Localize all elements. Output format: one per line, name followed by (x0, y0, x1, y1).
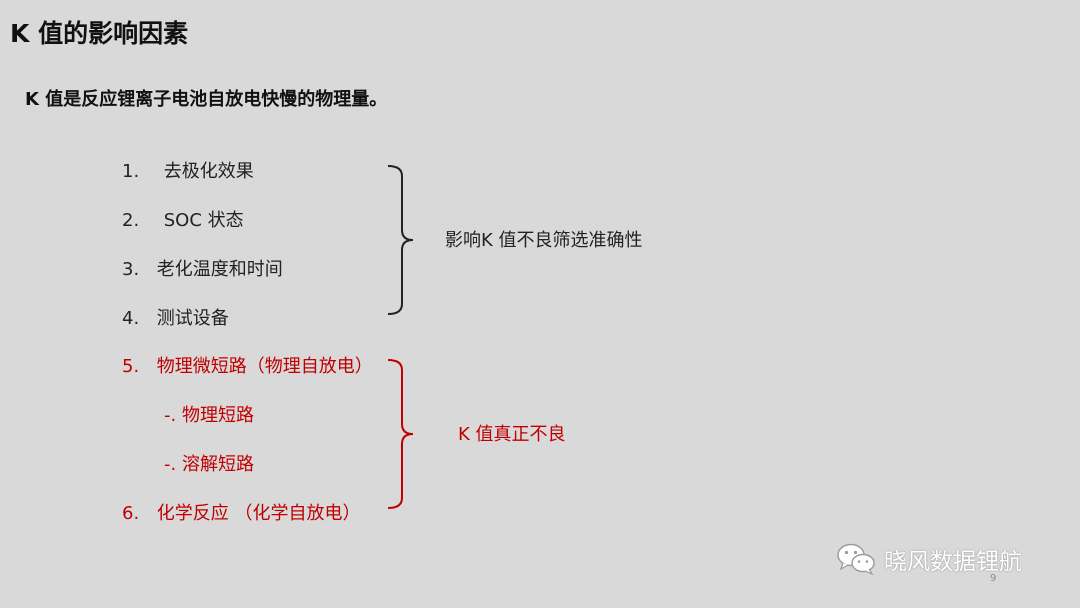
brace-black (387, 165, 414, 315)
group2-label: K 值真正不良 (458, 424, 566, 445)
list-item-text: SOC 状态 (163, 210, 244, 231)
group1-label: 影响K 值不良筛选准确性 (445, 230, 643, 251)
list-subitem-dissolution-short: -. 溶解短路 (164, 454, 254, 475)
list-item-number: 6. (122, 503, 140, 524)
watermark-text: 晓风数据锂航 (884, 549, 1022, 575)
list-item-5: 5. 物理微短路（物理自放电） (122, 355, 373, 379)
watermark: 晓风数据锂航 (836, 541, 1022, 577)
list-item-number: 4. (122, 308, 140, 329)
slide-subtitle: K 值是反应锂离子电池自放电快慢的物理量。 (25, 89, 388, 110)
list-item-6: 6. 化学反应 （化学自放电） (122, 502, 360, 526)
page-number: 9 (990, 573, 997, 584)
list-item-text: 化学反应 （化学自放电） (156, 503, 361, 524)
list-item-text: 物理微短路（物理自放电） (156, 356, 373, 377)
list-item-3: 3. 老化温度和时间 (122, 258, 283, 282)
slide-title: K 值的影响因素 (10, 19, 189, 48)
list-item-text: 测试设备 (156, 308, 229, 329)
list-item-number: 2. (122, 210, 140, 231)
list-item-2: 2. SOC 状态 (122, 209, 244, 233)
brace-red (387, 359, 414, 509)
list-item-text: 去极化效果 (163, 161, 254, 182)
list-item-1: 1. 去极化效果 (122, 160, 254, 184)
list-item-text: 老化温度和时间 (156, 259, 283, 280)
list-subitem-physical-short: -. 物理短路 (164, 405, 254, 426)
wechat-icon (837, 543, 875, 576)
list-item-number: 1. (122, 161, 140, 182)
list-item-number: 3. (122, 259, 140, 280)
list-item-4: 4. 测试设备 (122, 307, 229, 331)
list-item-number: 5. (122, 356, 140, 377)
